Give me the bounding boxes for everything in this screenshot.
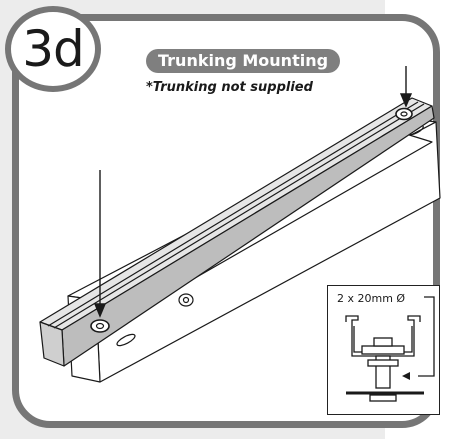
bolt-head [369,394,397,402]
trunking-lip-line [47,101,419,327]
supply-note: *Trunking not supplied [146,80,313,95]
trunking-bolt-head [90,319,110,333]
nut-plate [361,345,405,355]
fixing-detail-inset: 2 x 20mm Ø [327,285,440,415]
trunking-bolt-center [95,322,105,330]
detail-arrow-head [402,372,410,380]
cable-slot [116,333,136,347]
nut [373,337,393,347]
trunking-bolt-center [400,111,408,117]
trunking-bolt-head [395,107,413,121]
trunking-lip-line [53,103,425,329]
arrow-head [399,93,413,108]
step-number-badge: 3d [5,6,101,92]
fitting-screw-center [182,296,190,304]
step-number: 3d [22,20,85,78]
fixing-size-label: 2 x 20mm Ø [337,292,406,305]
detail-leader-line [418,296,435,377]
step-title: Trunking Mounting [146,49,341,73]
fixing-detail-drawing [345,296,435,402]
fitting-screw-hole [178,293,194,307]
washer [367,359,399,367]
arrow-head [93,303,107,318]
